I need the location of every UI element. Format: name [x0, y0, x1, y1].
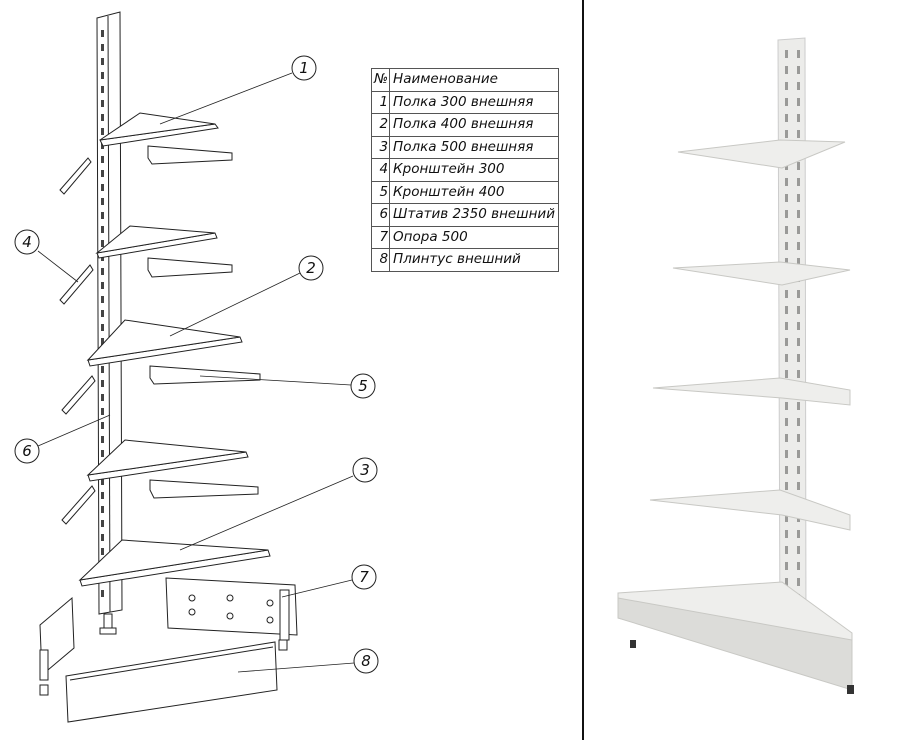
- header-num: №: [370, 68, 391, 92]
- header-name: Наименование: [389, 68, 559, 92]
- row-name: Полка 400 внешняя: [389, 113, 559, 137]
- bracket: [147, 257, 233, 278]
- technical-drawing: [37, 11, 355, 723]
- callout-1: 1: [291, 55, 317, 81]
- shelf: [99, 112, 219, 147]
- row-num: 3: [370, 135, 391, 159]
- row-num: 6: [370, 203, 391, 227]
- bracket: [59, 264, 94, 305]
- callout-number: 3: [360, 461, 370, 479]
- callouts: 1 2 3 4 5 6 7 8: [14, 55, 379, 674]
- row-name: Кронштейн 400: [389, 180, 559, 204]
- bracket: [149, 365, 261, 385]
- shelf: [86, 319, 243, 367]
- leader-lines: [37, 72, 355, 673]
- row-name: Опора 500: [389, 225, 559, 249]
- callout-number: 6: [22, 442, 32, 460]
- callout-number: 7: [359, 568, 369, 586]
- support-500: [165, 577, 298, 651]
- row-num: 8: [370, 248, 391, 272]
- callout-6: 6: [14, 438, 40, 464]
- row-num: 4: [370, 158, 391, 182]
- support-side: [39, 596, 75, 696]
- row-name: Полка 300 внешняя: [389, 90, 559, 114]
- callout-3: 3: [352, 457, 378, 483]
- callout-number: 2: [306, 259, 316, 277]
- plinth: [65, 641, 278, 723]
- row-num: 1: [370, 90, 391, 114]
- bracket: [59, 157, 92, 195]
- callout-number: 1: [299, 59, 309, 77]
- row-num: 5: [370, 180, 391, 204]
- table-header: № Наименование: [370, 68, 559, 92]
- row-name: Плинтус внешний: [389, 248, 559, 272]
- callout-number: 4: [22, 233, 32, 251]
- callout-4: 4: [14, 229, 40, 255]
- callout-2: 2: [298, 255, 324, 281]
- callout-number: 5: [358, 377, 368, 395]
- shelf: [86, 439, 249, 482]
- upright-post: [96, 11, 123, 635]
- bracket: [149, 479, 259, 499]
- row-num: 2: [370, 113, 391, 137]
- product-photo: [617, 37, 854, 694]
- callout-8: 8: [353, 648, 379, 674]
- shelf: [78, 539, 271, 587]
- callout-7: 7: [351, 564, 377, 590]
- bracket: [61, 375, 96, 415]
- callout-5: 5: [350, 373, 376, 399]
- row-name: Полка 500 внешняя: [389, 135, 559, 159]
- shelf: [95, 225, 218, 259]
- row-name: Кронштейн 300: [389, 158, 559, 182]
- callout-number: 8: [361, 652, 371, 670]
- row-name: Штатив 2350 внешний: [389, 203, 559, 227]
- bracket: [147, 145, 233, 165]
- row-num: 7: [370, 225, 391, 249]
- bracket: [61, 485, 96, 525]
